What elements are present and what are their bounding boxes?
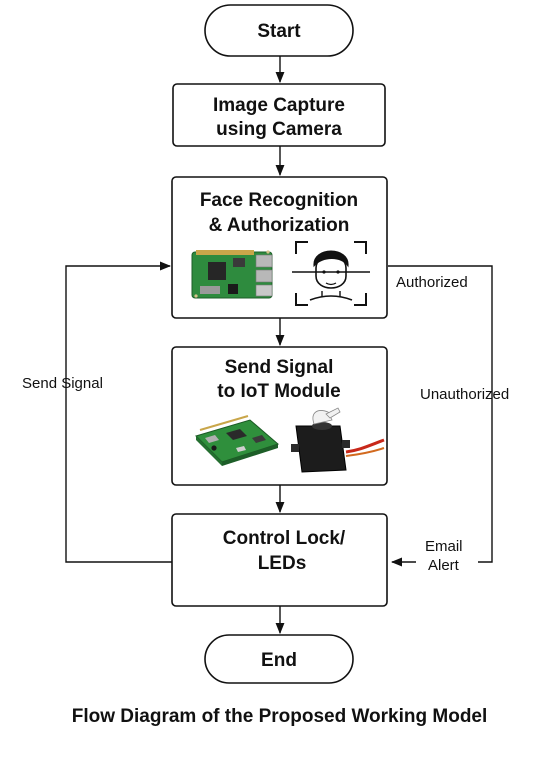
image-capture-label-line1: Image Capture	[213, 95, 345, 116]
end-label: End	[261, 650, 297, 671]
face-scan-icon	[292, 241, 370, 306]
edge-label-unauthorized: Unauthorized	[420, 386, 509, 403]
end-terminal	[204, 634, 354, 684]
branch-line-unauthorized	[388, 265, 493, 563]
image-capture-box	[172, 83, 386, 147]
control-lock-box	[171, 513, 388, 607]
feedback-loop-send-signal	[65, 261, 172, 563]
image-capture-label-line2: using Camera	[216, 119, 342, 140]
edge-label-email: Email	[425, 538, 463, 555]
face-recognition-label-line2: & Authorization	[209, 215, 350, 236]
send-signal-label-line2: to IoT Module	[217, 381, 340, 402]
edge-label-authorized: Authorized	[396, 274, 468, 291]
raspberry-pi-board-icon	[191, 250, 273, 299]
send-signal-label-line1: Send Signal	[225, 357, 334, 378]
start-label: Start	[257, 21, 301, 42]
face-recognition-label-line1: Face Recognition	[200, 190, 358, 211]
start-terminal	[204, 4, 354, 57]
servo-motor-icon	[291, 407, 385, 473]
control-lock-label-line1: Control Lock/	[223, 528, 346, 549]
control-lock-label-line2: LEDs	[258, 553, 307, 574]
flow-diagram: Start Image Capture using Camera Face Re…	[22, 4, 509, 684]
edge-label-alert: Alert	[428, 557, 460, 574]
edge-label-send-signal: Send Signal	[22, 375, 103, 392]
diagram-caption: Flow Diagram of the Proposed Working Mod…	[71, 706, 488, 727]
microcontroller-board-icon	[195, 415, 280, 466]
